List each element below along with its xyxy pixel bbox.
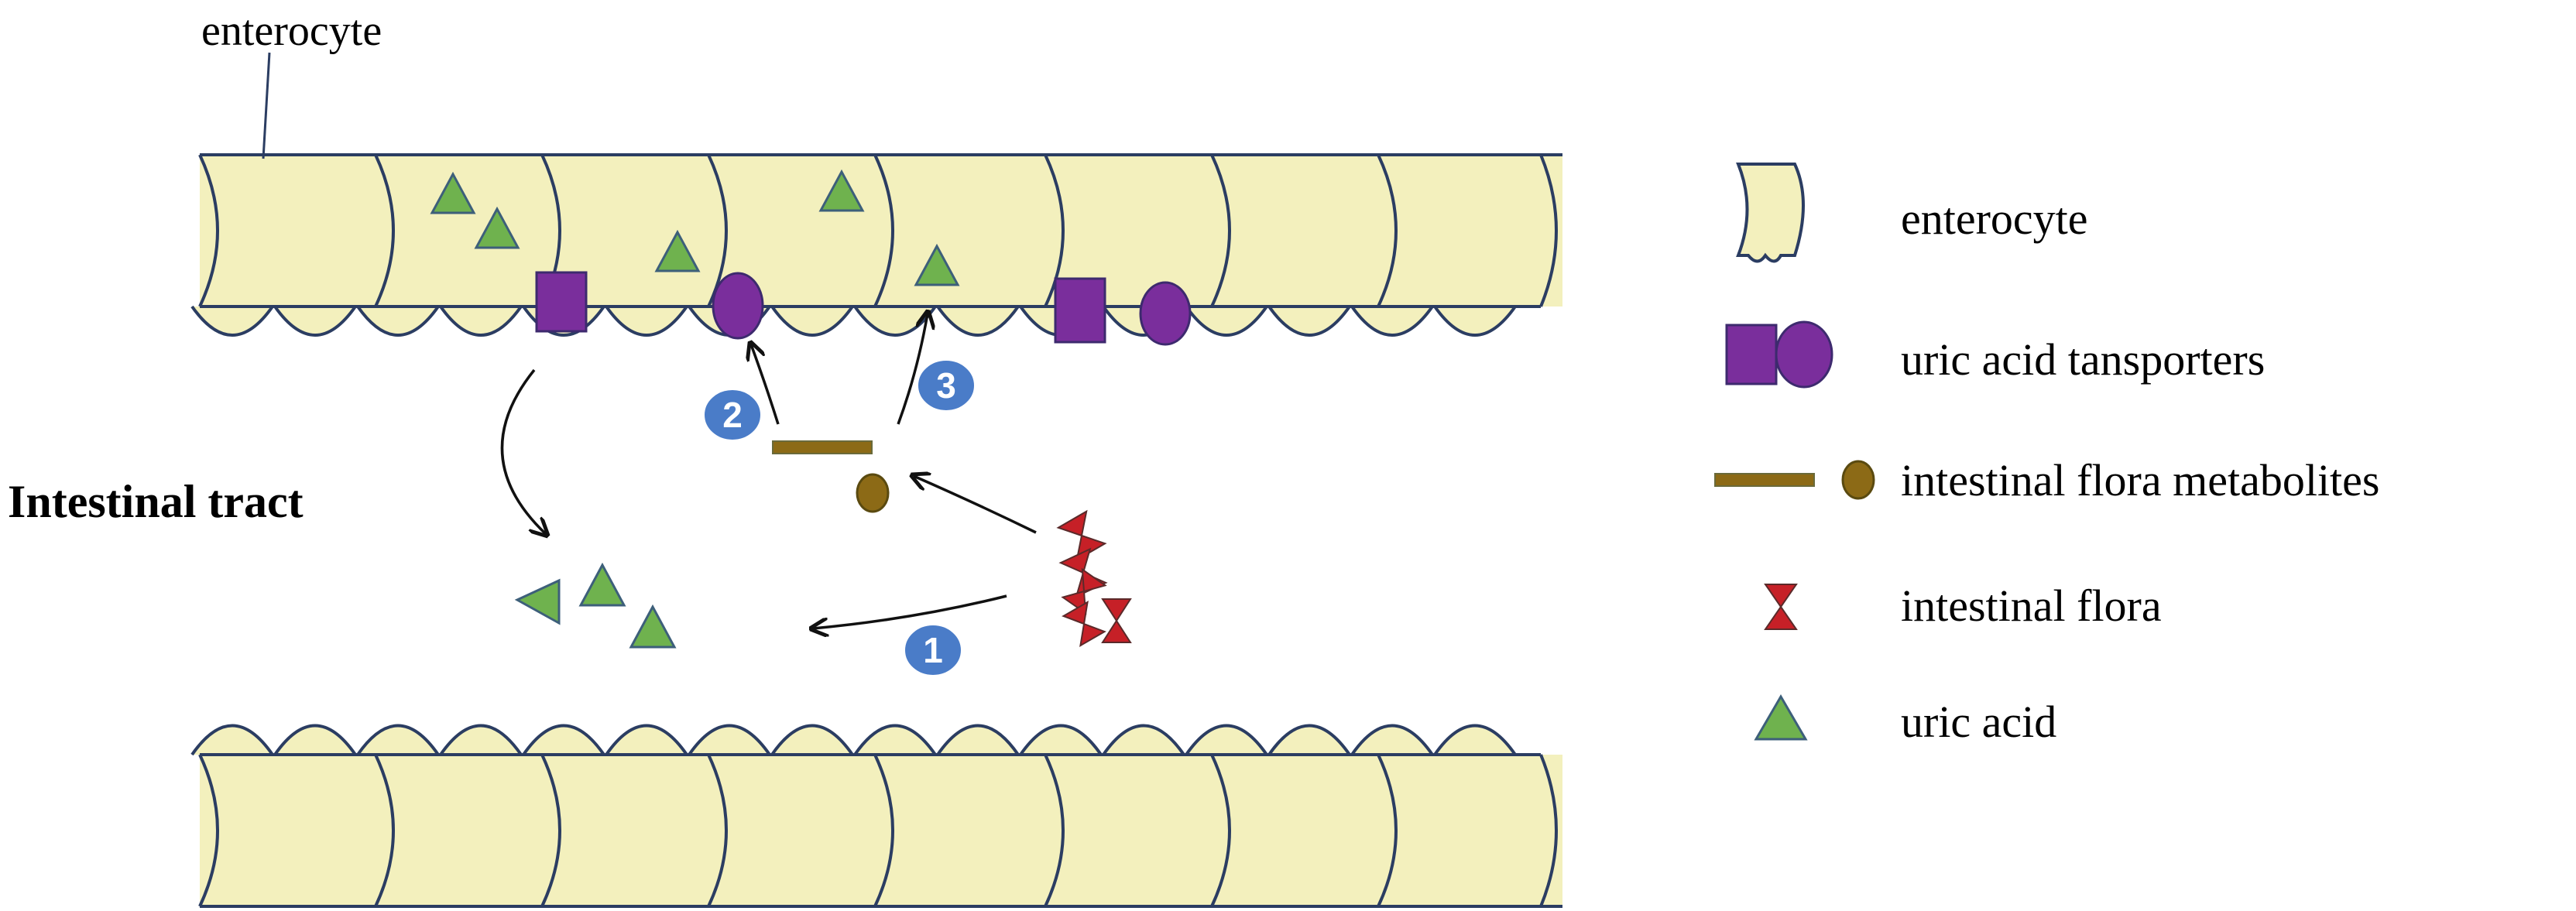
- microvillus-bump: [770, 724, 854, 756]
- bottom-microvilli: [190, 724, 1517, 756]
- pathway-3-arrow: [897, 313, 928, 425]
- intestinal-flora-group: [1056, 509, 1132, 647]
- microvillus-bump: [273, 305, 357, 337]
- microvillus-bump: [936, 305, 1020, 337]
- microvillus-bump: [356, 305, 440, 337]
- cell-boundary: [1044, 754, 1065, 907]
- cell-boundary: [1044, 154, 1065, 307]
- uric-acid-icon: [629, 604, 677, 649]
- transporter-circle-icon: [712, 272, 764, 340]
- svg-text:3: 3: [936, 365, 956, 406]
- uric-acid-icon: [1754, 694, 1808, 741]
- uric-acid-icon: [818, 169, 865, 212]
- cell-boundary: [198, 154, 219, 307]
- svg-text:2: 2: [722, 395, 743, 435]
- uric-acid-in-lumen: [514, 562, 677, 649]
- transporter-square-icon: [1054, 277, 1106, 344]
- microvillus-bump: [605, 724, 688, 756]
- cell-boundary: [873, 754, 894, 907]
- microvillus-bump: [688, 724, 771, 756]
- cell-boundary: [374, 754, 395, 907]
- uric-acid-icon: [654, 229, 701, 272]
- pathway-arrows: [500, 313, 1037, 628]
- top-microvilli: [190, 305, 1517, 337]
- microvillus-bump: [605, 305, 688, 337]
- legend-label-enterocyte: enterocyte: [1901, 194, 2088, 244]
- flora-icon: [1056, 509, 1107, 562]
- transporter-icon: [1725, 320, 1833, 389]
- microvillus-bump: [522, 724, 605, 756]
- microvillus-bump: [1433, 724, 1517, 756]
- microvillus-bump: [1350, 724, 1434, 756]
- cell-boundary: [873, 154, 894, 307]
- intestinal-tract-label: Intestinal tract: [8, 476, 304, 527]
- microvillus-bump: [439, 305, 523, 337]
- enterocyte-icon: [1736, 163, 1805, 263]
- enterocyte-top-label: enterocyte: [201, 7, 382, 55]
- badge-2: 2: [701, 387, 763, 443]
- cell-boundary: [1377, 154, 1398, 307]
- metabolite-bar-icon: [772, 440, 873, 454]
- flora-icon: [1764, 584, 1798, 630]
- bottom-enterocyte-row: [190, 724, 1562, 908]
- cell-boundary: [374, 154, 395, 307]
- flora-to-metabolite-arrow: [914, 476, 1037, 534]
- legend-label-uric-acid: uric acid: [1901, 697, 2056, 747]
- microvillus-bump: [1019, 724, 1103, 756]
- svg-text:1: 1: [923, 630, 943, 670]
- cell-boundary: [198, 754, 219, 907]
- top-enterocyte-row: [190, 153, 1562, 337]
- microvillus-bump: [1267, 724, 1351, 756]
- legend-label-metabolites: intestinal flora metabolites: [1901, 455, 2380, 505]
- microvillus-bump: [1102, 724, 1185, 756]
- metabolite-icon: [1714, 460, 1875, 500]
- cell-boundary: [1210, 154, 1231, 307]
- microvillus-bump: [936, 724, 1020, 756]
- cell-boundary: [1210, 754, 1231, 907]
- secretion-arrow: [500, 368, 546, 534]
- microvillus-bump: [356, 724, 440, 756]
- badge-1: 1: [902, 622, 964, 678]
- uric-acid-icon: [474, 206, 520, 249]
- legend-label-flora: intestinal flora: [1901, 581, 2162, 631]
- badge-3: 3: [915, 358, 977, 413]
- microvillus-bump: [439, 724, 523, 756]
- microvillus-bump: [273, 724, 357, 756]
- pathway-2-arrow: [751, 344, 780, 425]
- uric-acid-icon: [914, 243, 960, 286]
- metabolite-dot-icon: [856, 473, 890, 513]
- cell-boundary: [540, 754, 561, 907]
- microvillus-bump: [1433, 305, 1517, 337]
- uric-acid-icon: [430, 171, 476, 214]
- uric-acid-icon: [578, 562, 626, 607]
- legend: enterocyte uric acid tansporters intesti…: [1714, 163, 2380, 747]
- bottom-cell-boundaries: [198, 754, 1398, 907]
- cell-boundary: [707, 754, 728, 907]
- legend-label-transporters: uric acid tansporters: [1901, 334, 2265, 385]
- microvillus-bump: [190, 724, 274, 756]
- microvillus-bump: [853, 724, 937, 756]
- enterocyte-leader-line: [262, 52, 271, 159]
- flora-metabolites: [772, 440, 890, 513]
- transporter-square-icon: [535, 271, 588, 333]
- cell-boundary: [1377, 754, 1398, 907]
- flora-icon: [1062, 601, 1106, 647]
- uric-acid-in-cells: [430, 169, 960, 286]
- pathway-1-arrow: [813, 594, 1007, 628]
- microvillus-bump: [190, 305, 274, 337]
- microvillus-bump: [1185, 724, 1268, 756]
- flora-icon: [1101, 598, 1132, 643]
- transporters-on-membrane: [535, 271, 1192, 346]
- microvillus-bump: [1350, 305, 1434, 337]
- microvillus-bump: [1185, 305, 1268, 337]
- transporter-circle-icon: [1139, 281, 1192, 346]
- microvillus-bump: [1267, 305, 1351, 337]
- uric-acid-icon: [514, 578, 561, 625]
- microvillus-bump: [770, 305, 854, 337]
